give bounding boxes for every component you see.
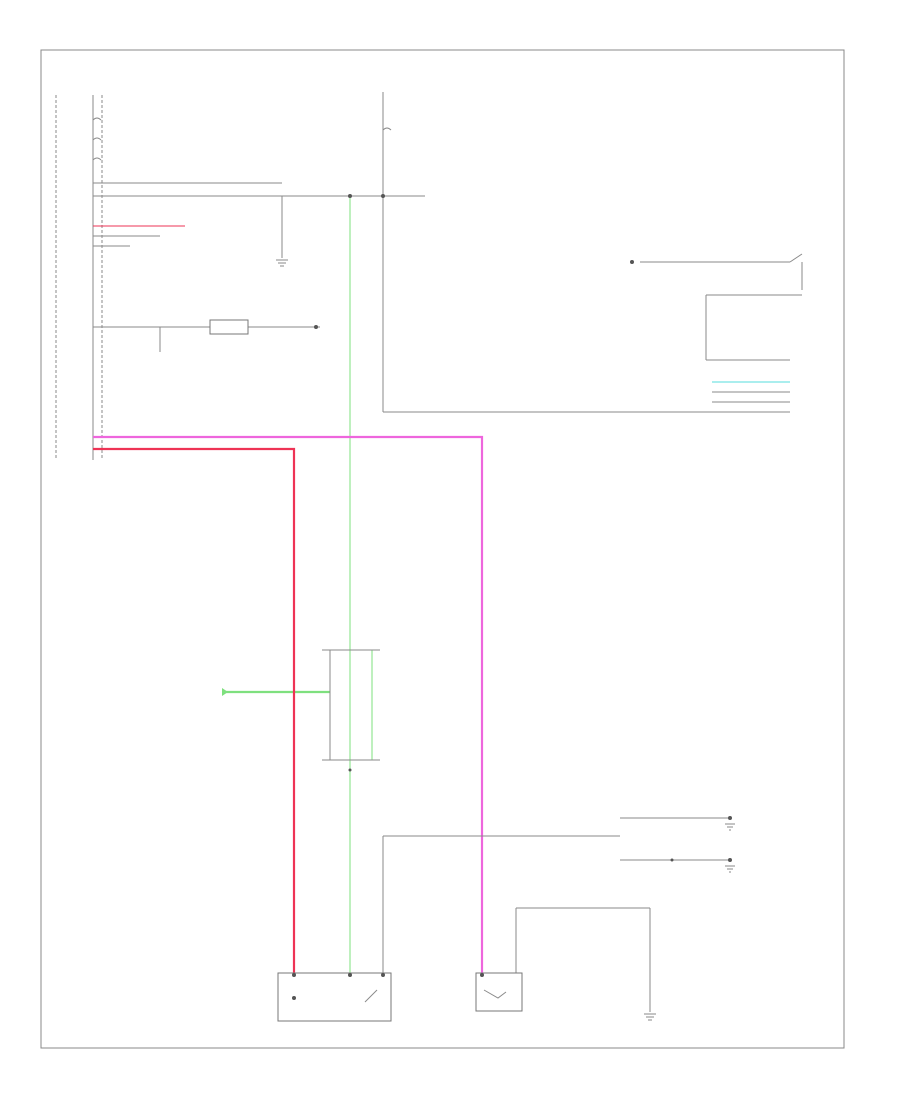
splice-icon — [292, 973, 296, 977]
junction-block — [55, 95, 103, 460]
switch-icon — [483, 989, 507, 999]
splice-icon — [348, 973, 352, 977]
switch-icon — [789, 253, 803, 263]
connector-icon — [222, 688, 228, 696]
ground-icon — [276, 259, 288, 267]
fuse-box-mid — [382, 92, 632, 413]
ground-icon — [644, 1013, 656, 1021]
luggage-lock-assy — [277, 972, 392, 1022]
wire-red — [93, 447, 296, 975]
ground-icon — [725, 865, 735, 873]
fuse-icon — [92, 137, 102, 141]
diagram-frame — [40, 49, 845, 1049]
fuse-icon — [382, 127, 392, 131]
splice-icon — [381, 973, 385, 977]
fuse-icon — [92, 117, 102, 121]
fuse-box-left — [92, 117, 425, 197]
splice-icon — [348, 194, 352, 198]
id-ecu-group — [632, 381, 790, 413]
splice-icon — [480, 973, 484, 977]
ground-icon — [725, 823, 735, 831]
luggage-courtesy-switch — [475, 972, 523, 1012]
luggage-opener-switch — [322, 649, 380, 772]
switch-icon — [364, 989, 378, 1003]
wire-pink — [93, 435, 484, 975]
fuse-icon — [92, 157, 102, 161]
splice-icon — [381, 194, 385, 198]
door-lock-switch-group — [630, 253, 803, 361]
